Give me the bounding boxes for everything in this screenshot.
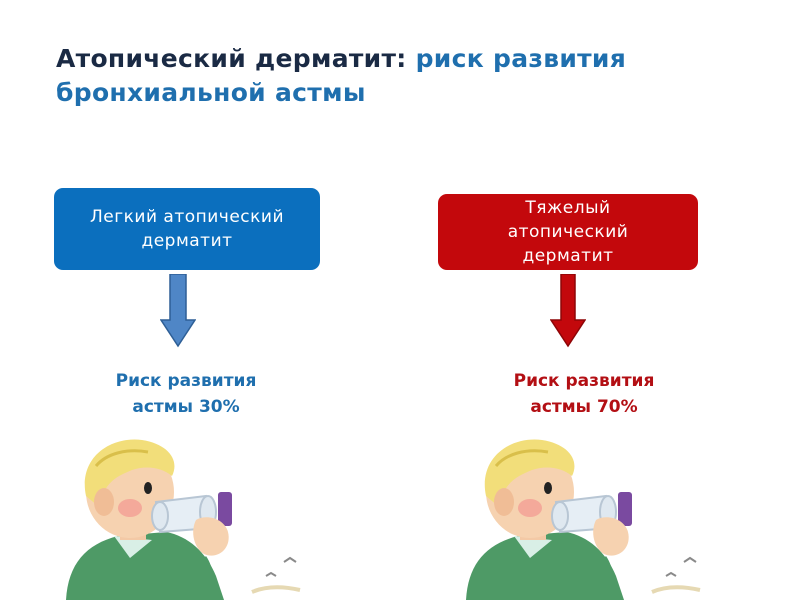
- child-with-inhaler-illustration: [66, 439, 301, 600]
- severe-box-line-3: дерматит: [522, 246, 614, 266]
- severe-risk-line-1: Риск развития: [513, 371, 655, 391]
- title-colon: :: [396, 44, 407, 73]
- mild-box-line-2: дерматит: [141, 231, 233, 251]
- severe-box-line-2: атопический: [507, 222, 629, 242]
- mild-box-line-1: Легкий атопический: [89, 207, 285, 227]
- severe-risk-line-2: астмы 70%: [530, 397, 638, 417]
- mild-risk-text: Риск развития астмы 30%: [66, 368, 306, 420]
- mild-dermatitis-box: Легкий атопический дерматит: [54, 188, 320, 270]
- slide-title: Атопический дерматит: риск развития брон…: [56, 42, 756, 110]
- title-part-1: Атопический дерматит: [56, 44, 397, 73]
- down-arrow-blue-icon: [160, 274, 196, 348]
- child-with-inhaler-illustration: [466, 439, 701, 600]
- mild-risk-line-1: Риск развития: [115, 371, 257, 391]
- down-arrow-red-icon: [550, 274, 586, 348]
- severe-risk-text: Риск развития астмы 70%: [464, 368, 704, 420]
- severe-box-line-1: Тяжелый: [525, 198, 611, 218]
- severe-dermatitis-box: Тяжелый атопический дерматит: [438, 194, 698, 270]
- mild-risk-line-2: астмы 30%: [132, 397, 240, 417]
- title-part-2: риск развития бронхиальной астмы: [56, 44, 627, 107]
